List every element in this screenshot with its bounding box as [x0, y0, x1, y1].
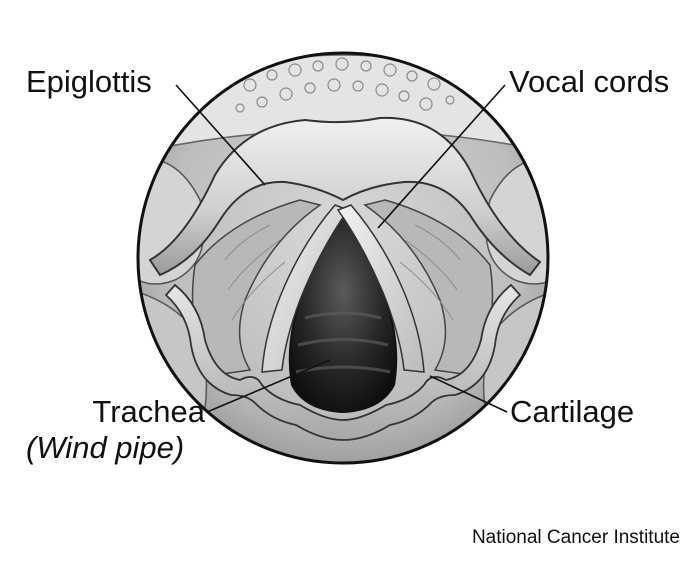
cartilage-leader — [429, 375, 508, 413]
credit-text: National Cancer Institute — [471, 527, 680, 548]
label-cartilage: Cartilage — [510, 394, 635, 429]
view-circle-outline — [136, 51, 550, 465]
vocal-cord-right — [336, 204, 425, 373]
cartilage-rim — [164, 283, 522, 441]
vocal-cords-leader — [377, 84, 506, 229]
epiglottis-shape — [148, 116, 542, 277]
epiglottis-leader — [175, 84, 266, 186]
label-trachea: Trachea — [92, 394, 205, 429]
trachea-leader — [206, 359, 331, 413]
label-vocal-cords: Vocal cords — [509, 64, 670, 99]
label-trachea-subtitle: (Wind pipe) — [26, 430, 185, 465]
vocal-cord-left — [261, 204, 350, 373]
label-epiglottis: Epiglottis — [26, 64, 152, 99]
